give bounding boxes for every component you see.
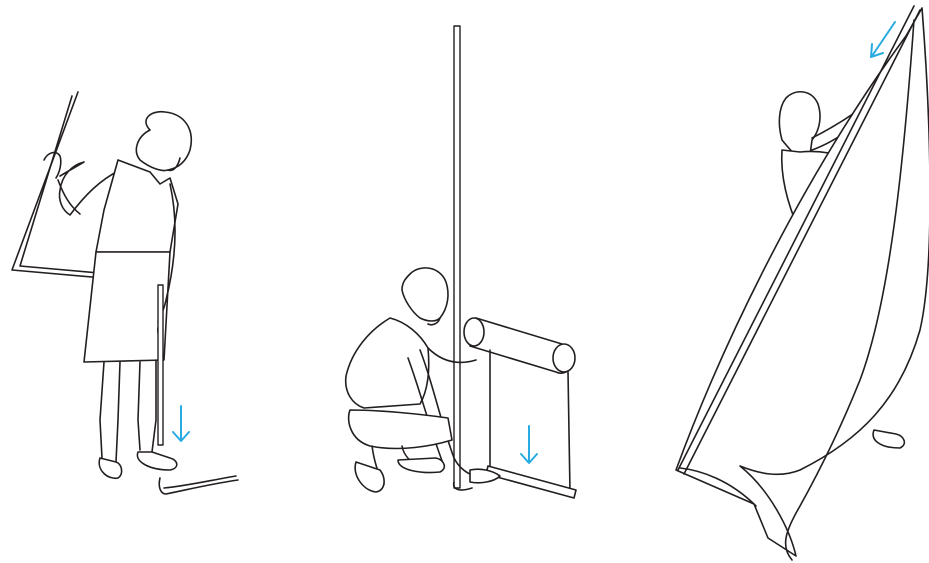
step-1-vertical-pole [158,285,163,445]
step-2-person [346,268,500,492]
step-2-vertical-pole [454,26,460,488]
step-1-panel [12,92,238,494]
step-3-panel [676,6,929,560]
step-1-person [44,112,191,479]
step-3-banner-sheet [676,8,929,560]
step-1-arrow-down-icon [173,406,189,441]
step-2-arrow-down-icon [521,426,537,463]
step-1-banner-on-ground [159,476,238,494]
step-2-panel [346,26,576,498]
